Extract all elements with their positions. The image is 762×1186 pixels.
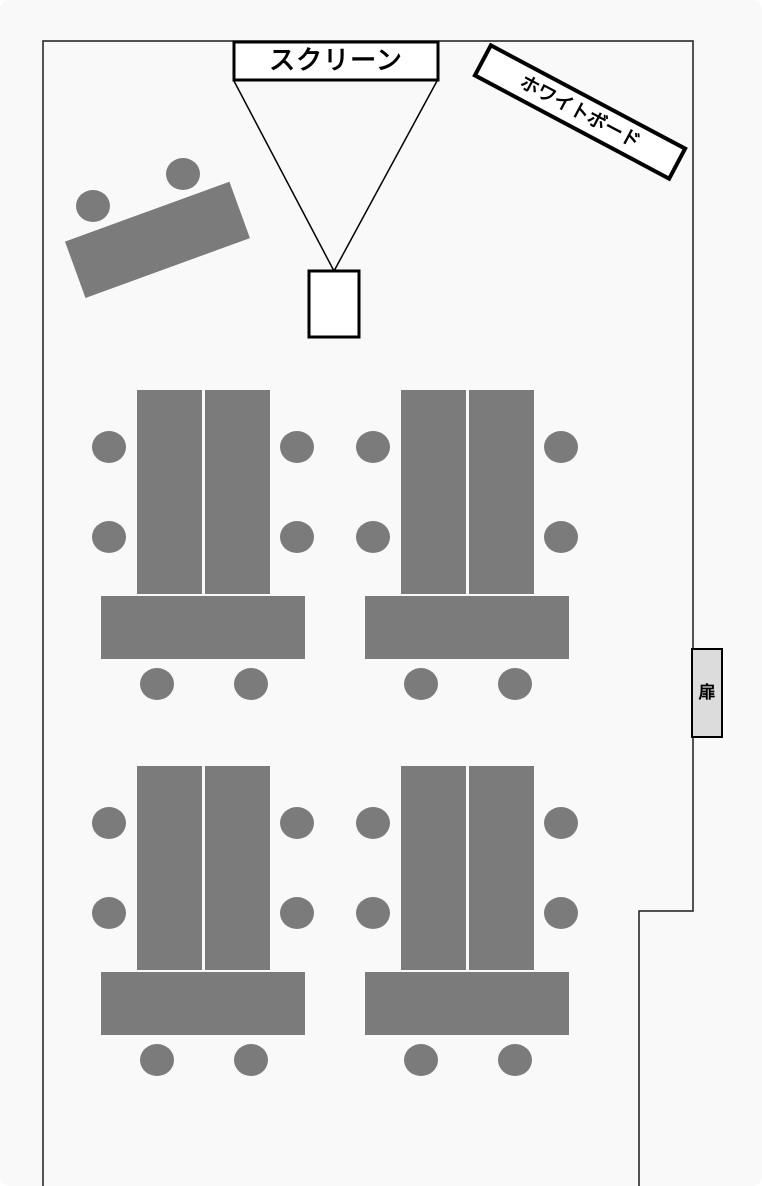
front-desk-chair	[166, 158, 200, 190]
projector-beam-right	[333, 80, 438, 272]
projector-beam-left	[233, 80, 335, 272]
chair	[544, 521, 578, 553]
room-wall	[42, 40, 694, 1186]
chair	[92, 431, 126, 463]
table	[469, 390, 534, 594]
table	[205, 390, 270, 594]
table	[101, 972, 305, 1035]
chair	[498, 1044, 532, 1076]
chair	[140, 1044, 174, 1076]
chair	[356, 807, 390, 839]
chair	[498, 668, 532, 700]
table	[401, 766, 466, 970]
table	[365, 596, 569, 659]
chair	[92, 521, 126, 553]
table	[101, 596, 305, 659]
table	[205, 766, 270, 970]
chair	[280, 431, 314, 463]
chair	[280, 807, 314, 839]
chair	[544, 431, 578, 463]
screen-box	[232, 40, 440, 82]
screen-label: スクリーン	[269, 46, 403, 76]
chair	[92, 897, 126, 929]
chair	[404, 1044, 438, 1076]
table	[401, 390, 466, 594]
projector	[307, 269, 361, 339]
front-desk-chair	[76, 190, 110, 222]
table	[469, 766, 534, 970]
door-label: 扉	[698, 683, 716, 703]
table-groups	[92, 390, 578, 1076]
chair	[234, 668, 268, 700]
door	[691, 648, 723, 738]
chair	[356, 521, 390, 553]
chair	[544, 897, 578, 929]
chair	[280, 897, 314, 929]
chair	[234, 1044, 268, 1076]
chair	[140, 668, 174, 700]
table	[137, 766, 202, 970]
chair	[544, 807, 578, 839]
whiteboard-box	[472, 42, 688, 182]
front-desk	[64, 181, 250, 298]
chair	[92, 807, 126, 839]
chair	[404, 668, 438, 700]
chair	[356, 897, 390, 929]
table	[365, 972, 569, 1035]
chair	[280, 521, 314, 553]
chair	[356, 431, 390, 463]
table	[137, 390, 202, 594]
